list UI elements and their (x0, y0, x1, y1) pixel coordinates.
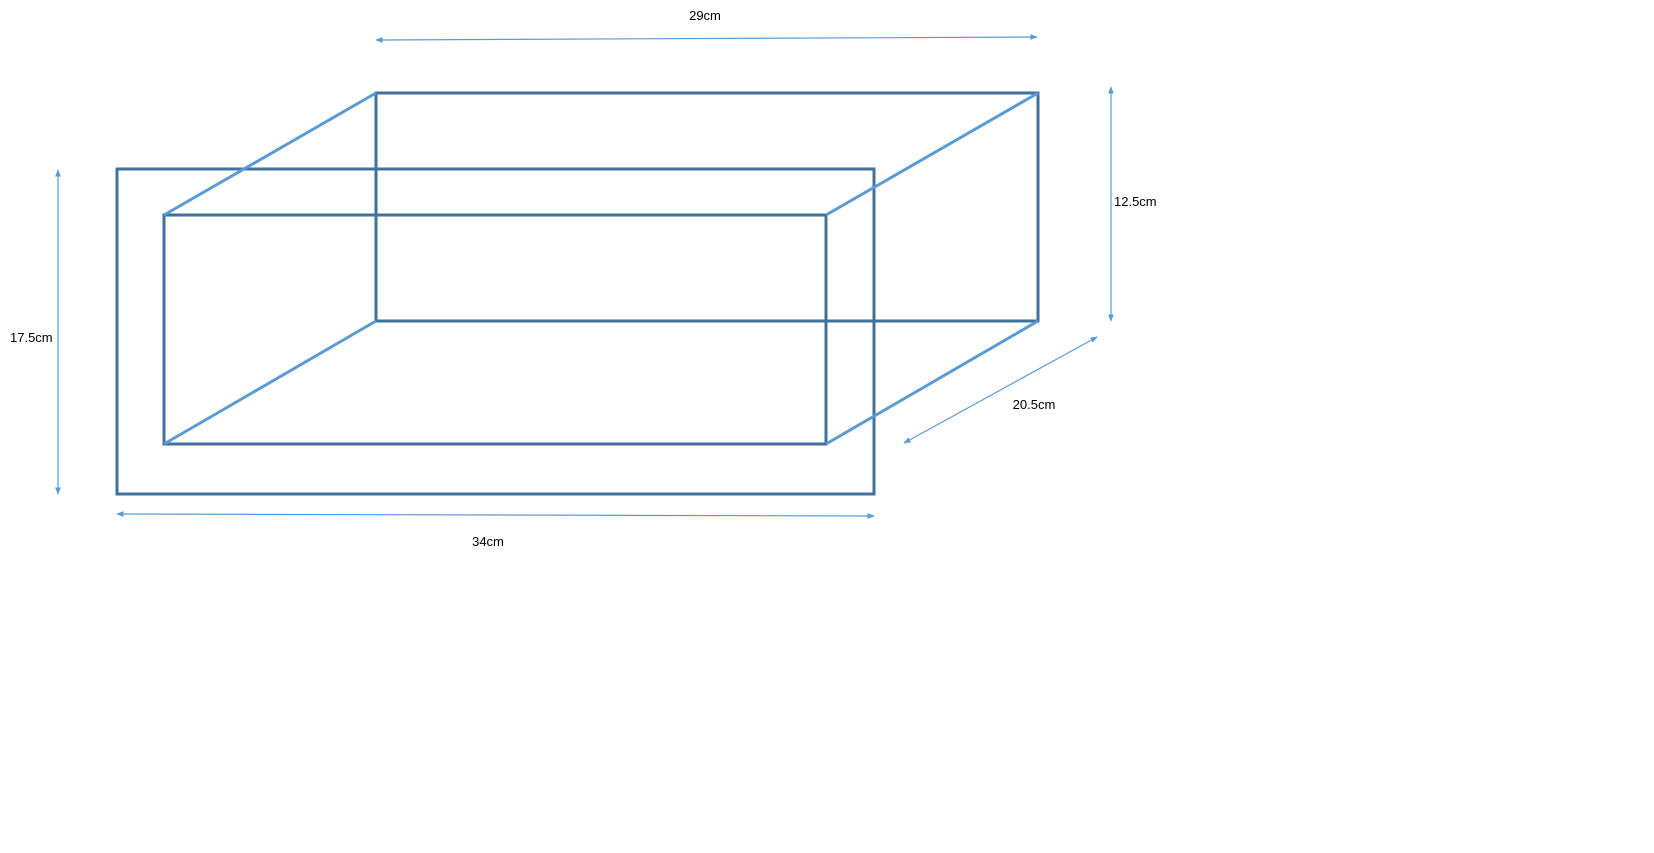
edge-bottom-right (825, 319, 1039, 446)
edge-top-right (825, 91, 1039, 217)
edge-top-left (163, 91, 377, 217)
edge-bottom-left (163, 319, 377, 446)
label-back-width: 29cm (689, 8, 721, 23)
front-face (162, 213, 828, 446)
label-inner-height: 12.5cm (1114, 194, 1157, 209)
dimension-arrow-depth (903, 336, 1098, 444)
dimension-arrow-back-width (375, 34, 1038, 43)
label-outer-height: 17.5cm (10, 330, 53, 345)
outer-frame (115, 167, 876, 496)
back-face (374, 91, 1040, 323)
label-depth: 20.5cm (1013, 397, 1056, 412)
label-outer-width: 34cm (472, 534, 504, 549)
dimension-arrow-outer-width (116, 511, 875, 519)
